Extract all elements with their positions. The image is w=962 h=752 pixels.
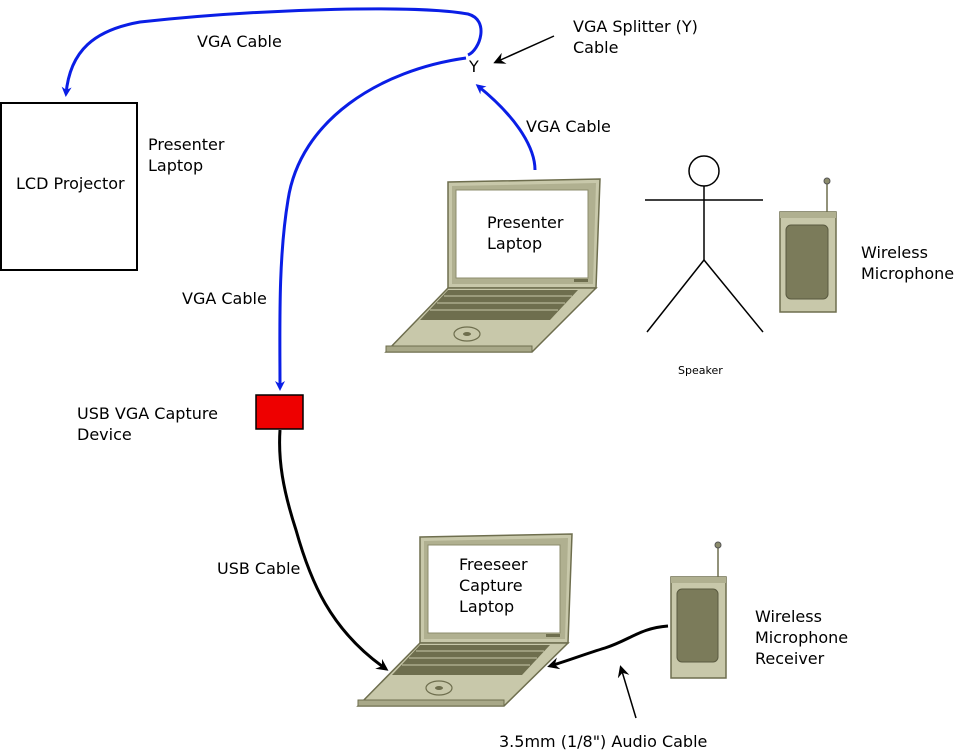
vga-cable-top-label: VGA Cable xyxy=(197,32,282,51)
presenter-side-label-line1: Presenter xyxy=(148,135,225,154)
freeseer-label-line3: Laptop xyxy=(459,597,514,616)
speaker-label: Speaker xyxy=(678,364,723,377)
speaker-figure xyxy=(645,155,764,333)
lcd-projector-label: LCD Projector xyxy=(16,174,125,193)
splitter-pointer-arrow xyxy=(493,35,555,64)
wireless-mic-receiver xyxy=(670,541,727,679)
freeseer-label-line2: Capture xyxy=(459,576,523,595)
capture-device-label-line2: Device xyxy=(77,425,132,444)
vga-cable-to-capture xyxy=(274,56,467,391)
freeseer-laptop-screen xyxy=(427,544,561,634)
audio-cable-label: 3.5mm (1/8") Audio Cable xyxy=(499,732,707,751)
vga-cable-right-label: VGA Cable xyxy=(526,117,611,136)
capture-device-label-line1: USB VGA Capture xyxy=(77,404,218,423)
presenter-side-label-line2: Laptop xyxy=(148,156,203,175)
wireless-mic-label-line2: Microphone xyxy=(861,264,954,283)
receiver-label-line2: Microphone xyxy=(755,628,848,647)
splitter-label-line2: Cable xyxy=(573,38,618,57)
vga-cable-from-presenter xyxy=(475,84,537,171)
splitter-symbol: Y xyxy=(468,57,479,76)
wireless-mic-label-line1: Wireless xyxy=(861,243,928,262)
receiver-label-line1: Wireless xyxy=(755,607,822,626)
lcd-projector-box xyxy=(0,102,138,271)
audio-cable xyxy=(547,624,669,670)
audio-cable-pointer-arrow xyxy=(617,665,637,719)
presenter-screen-label-line2: Laptop xyxy=(487,234,542,253)
freeseer-label-line1: Freeseer xyxy=(459,555,528,574)
usb-vga-capture-device xyxy=(255,394,304,430)
wireless-microphone xyxy=(779,177,837,313)
vga-cable-to-projector xyxy=(61,7,483,97)
freeseer-laptop xyxy=(356,533,573,707)
presenter-laptop-screen xyxy=(455,189,589,279)
receiver-label-line3: Receiver xyxy=(755,649,825,668)
usb-cable-label: USB Cable xyxy=(217,559,300,578)
usb-cable xyxy=(278,429,389,671)
presenter-screen-label-line1: Presenter xyxy=(487,213,564,232)
presenter-laptop xyxy=(384,178,601,353)
splitter-label-line1: VGA Splitter (Y) xyxy=(573,17,698,36)
vga-cable-left-label: VGA Cable xyxy=(182,289,267,308)
